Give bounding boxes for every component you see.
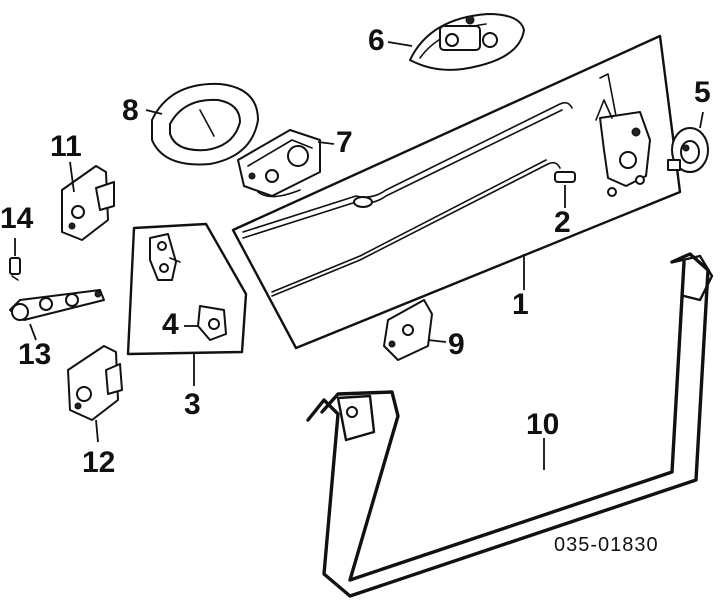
callout-12: 12 [82,446,116,479]
diagram-code: 035-01830 [554,534,659,556]
bolt-part-14 [9,238,21,281]
callout-10: 10 [526,408,560,441]
clip-part-2 [554,171,576,208]
callout-4: 4 [162,308,179,341]
striker-part-5 [667,111,709,173]
weatherstrip-part-10 [306,252,714,598]
callout-5: 5 [694,76,711,109]
callout-2: 2 [554,206,571,239]
callout-7: 7 [336,126,353,159]
callout-14: 14 [0,202,34,235]
outside-handle-part-6 [387,13,525,71]
callout-1: 1 [512,288,529,321]
check-strap-part-13 [9,289,105,341]
callout-8: 8 [122,94,139,127]
callout-13: 13 [18,338,52,371]
callout-6: 6 [368,24,385,57]
latch-group-part-3 [126,222,248,386]
callout-3: 3 [184,388,201,421]
bracket-part-9 [383,299,447,361]
door-panel-part-1 [231,34,682,350]
handle-bezel-part-8 [145,82,259,166]
hinge-lower-part-12 [67,345,123,443]
hinge-upper-part-11 [61,161,115,241]
callout-9: 9 [448,328,465,361]
callout-11: 11 [50,130,82,163]
inside-lock-part-7 [237,129,335,198]
